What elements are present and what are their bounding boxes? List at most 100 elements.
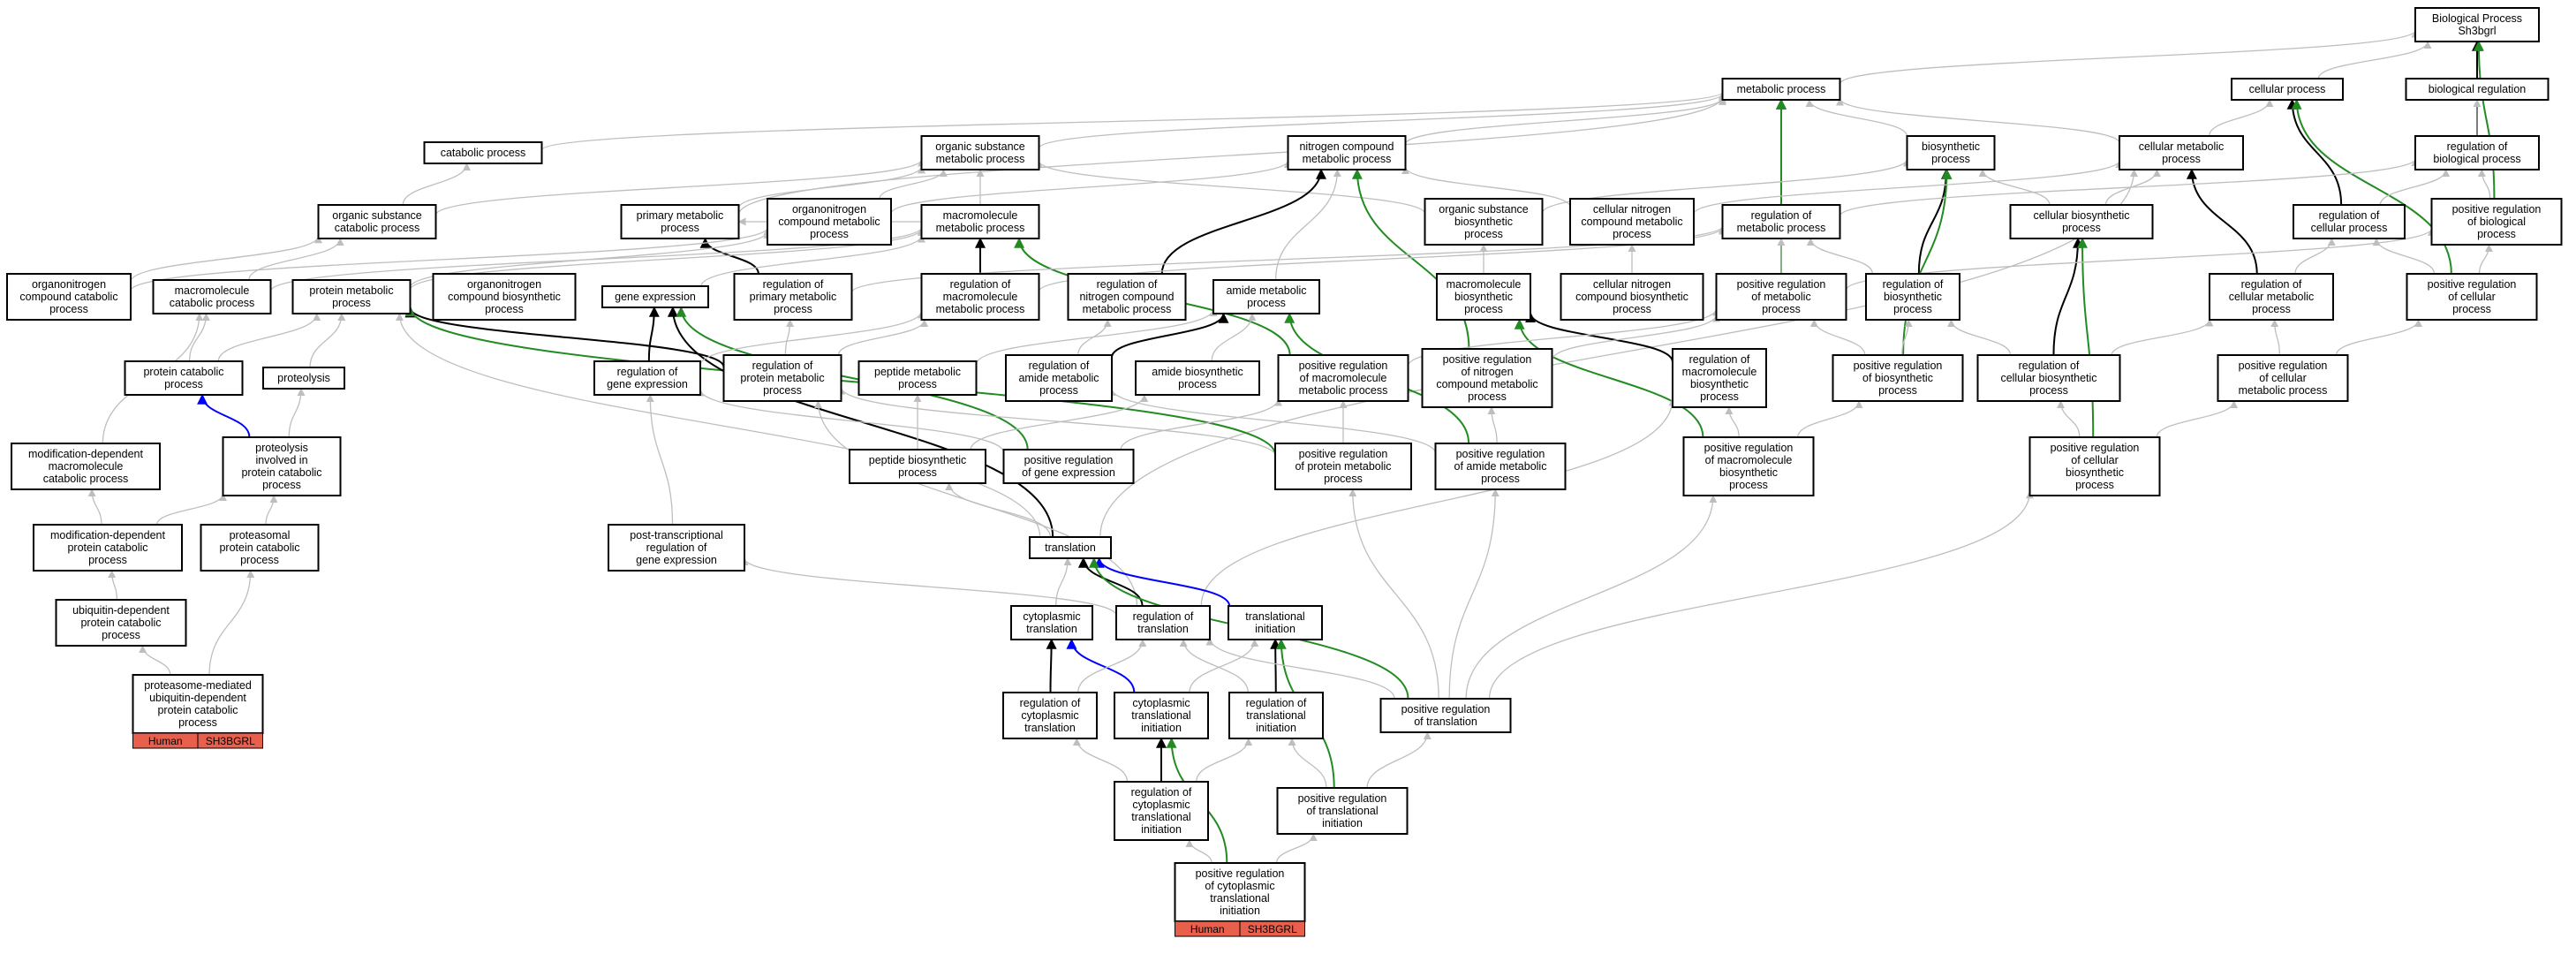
edge-is-a [1072, 738, 1129, 783]
go-term-cellular[interactable]: cellular process [2231, 78, 2344, 101]
term-label-line: process [2452, 303, 2491, 315]
go-term-moddepmacrocat[interactable]: modification-dependentmacromoleculecatab… [11, 443, 161, 490]
go-term-proteasomeubiq[interactable]: proteasome-mediatedubiquitin-dependentpr… [132, 674, 264, 734]
edge-is-a [1038, 93, 1726, 149]
edge-is-a [2477, 169, 2491, 200]
species-tag[interactable]: Human [1175, 920, 1241, 937]
term-box [2209, 273, 2334, 321]
term-box [1682, 436, 1815, 496]
edge-is-a [1839, 29, 2420, 85]
go-term-bioreg[interactable]: biological regulation [2405, 78, 2550, 101]
go-term-regcytotransinit[interactable]: regulation ofcytoplasmictranslationalini… [1114, 781, 1209, 841]
term-label-line: organic substance [1439, 203, 1529, 216]
term-box [291, 279, 412, 314]
edge-part-of [1917, 168, 1952, 275]
term-label-line: cellular biosynthetic [2000, 372, 2096, 384]
go-term-catabolic[interactable]: catabolic process [423, 141, 543, 164]
go-term-geneexp[interactable]: gene expression [601, 285, 709, 308]
term-box [2414, 7, 2540, 42]
go-term-metabolic[interactable]: metabolic process [1721, 78, 1841, 101]
edge-is-a [1693, 159, 2124, 215]
edge-is-a [837, 386, 1276, 457]
term-label-line: organic substance [935, 140, 1025, 153]
go-term-regmacrobio[interactable]: regulation ofmacromoleculebiosyntheticpr… [1672, 348, 1767, 408]
term-label-line: catabolic process [441, 147, 526, 159]
term-label-line: of translation [1414, 716, 1477, 728]
gene-tag[interactable]: SH3BGRL [1239, 920, 1305, 937]
term-box [2028, 436, 2161, 496]
term-box [1379, 698, 1512, 733]
term-label-line: process [898, 466, 937, 479]
edge-positively-regulates [2291, 98, 2452, 275]
species-tag[interactable]: Human [132, 732, 199, 749]
go-term-proteolysis[interactable]: proteolysis [262, 367, 345, 390]
gene-tag[interactable]: SH3BGRL [197, 732, 263, 749]
term-label-line: proteasome-mediated [144, 679, 252, 692]
term-box [6, 273, 132, 321]
go-term-translation[interactable]: translation [1029, 536, 1112, 559]
term-label-line: positive regulation [1456, 448, 1545, 460]
